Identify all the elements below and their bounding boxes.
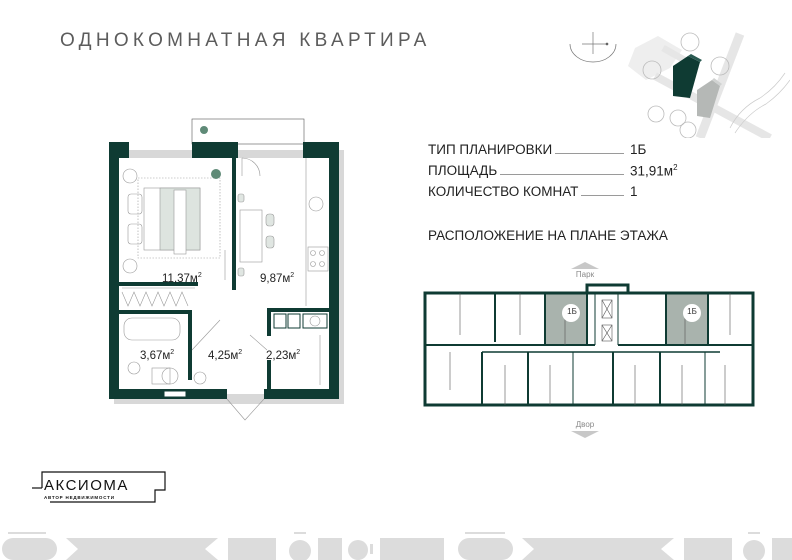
room-area-bedroom: 11,37м2 bbox=[162, 272, 202, 285]
arrow-down-icon bbox=[571, 431, 599, 438]
floor-plan-title: РАСПОЛОЖЕНИЕ НА ПЛАНЕ ЭТАЖА bbox=[428, 228, 668, 243]
direction-yard-label: Двор bbox=[575, 420, 595, 429]
apartment-specs: ТИП ПЛАНИРОВКИ 1Б ПЛОЩАДЬ 31,91м2 КОЛИЧЕ… bbox=[428, 136, 678, 199]
floor-plan bbox=[423, 283, 755, 407]
unit-badge-2: 1Б bbox=[687, 307, 697, 316]
brand-tagline: АВТОР НЕДВИЖИМОСТИ bbox=[44, 495, 115, 500]
direction-park-label: Парк bbox=[575, 270, 595, 279]
spec-area: ПЛОЩАДЬ 31,91м2 bbox=[428, 162, 678, 179]
room-area-bathroom: 3,67м2 bbox=[140, 349, 175, 362]
logo-frame-icon bbox=[32, 471, 166, 503]
decorative-footer-pattern bbox=[2, 532, 792, 560]
room-area-kitchen: 9,87м2 bbox=[260, 272, 295, 285]
arrow-up-icon bbox=[571, 262, 599, 269]
brand-name: АКСИОМА bbox=[44, 477, 129, 494]
room-area-hallway: 4,25м2 bbox=[208, 349, 243, 362]
brand-logo: АКСИОМА АВТОР НЕДВИЖИМОСТИ bbox=[30, 470, 170, 510]
compass-icon bbox=[569, 32, 617, 63]
site-plan-map bbox=[569, 32, 790, 138]
spec-room-count: КОЛИЧЕСТВО КОМНАТ 1 bbox=[428, 184, 638, 199]
page-title: ОДНОКОМНАТНАЯ КВАРТИРА bbox=[60, 30, 431, 51]
spec-layout-type: ТИП ПЛАНИРОВКИ 1Б bbox=[428, 142, 647, 157]
unit-badge-1: 1Б bbox=[567, 307, 577, 316]
apartment-plan bbox=[109, 118, 344, 421]
room-area-storage: 2,23м2 bbox=[266, 349, 301, 362]
